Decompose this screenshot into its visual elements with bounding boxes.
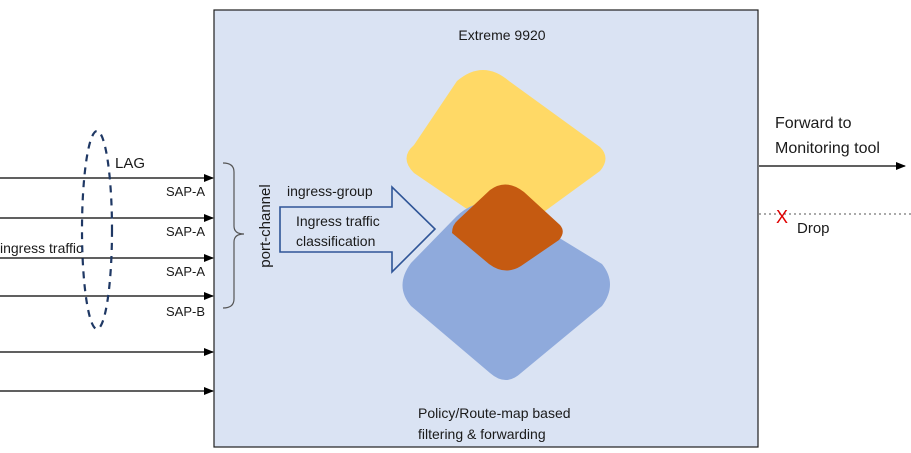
sap-label: SAP-A xyxy=(166,224,205,239)
lag-label: LAG xyxy=(115,155,145,172)
overlap-diamond xyxy=(452,184,563,271)
ingress-label-bg xyxy=(0,238,97,257)
port-channel-label: port-channel xyxy=(257,184,274,267)
sap-label: SAP-B xyxy=(166,304,205,319)
classification-line1: Ingress traffic xyxy=(296,213,380,229)
forward-label-line1: Forward to xyxy=(775,115,852,132)
classification-arrow xyxy=(279,185,437,274)
classification-line2: classification xyxy=(296,233,375,249)
input-lines xyxy=(0,174,214,395)
ingress-traffic-label: ingress traffic xyxy=(0,240,83,256)
top-diamond xyxy=(406,70,606,229)
drop-x-mark: X xyxy=(776,207,788,227)
policy-diamonds xyxy=(402,70,610,380)
forward-label-line2: Monitoring tool xyxy=(775,140,880,157)
sap-label: SAP-A xyxy=(166,264,205,279)
ingress-group-label: ingress-group xyxy=(287,183,373,199)
policy-text-line1: Policy/Route-map based xyxy=(418,405,571,421)
policy-text-line2: filtering & forwarding xyxy=(418,426,546,442)
device-title: Extreme 9920 xyxy=(458,27,545,43)
bottom-diamond xyxy=(402,202,610,380)
sap-label: SAP-A xyxy=(166,184,205,199)
port-channel-bracket xyxy=(222,162,245,309)
drop-label: Drop xyxy=(797,220,830,237)
lag-ellipse xyxy=(80,129,114,331)
